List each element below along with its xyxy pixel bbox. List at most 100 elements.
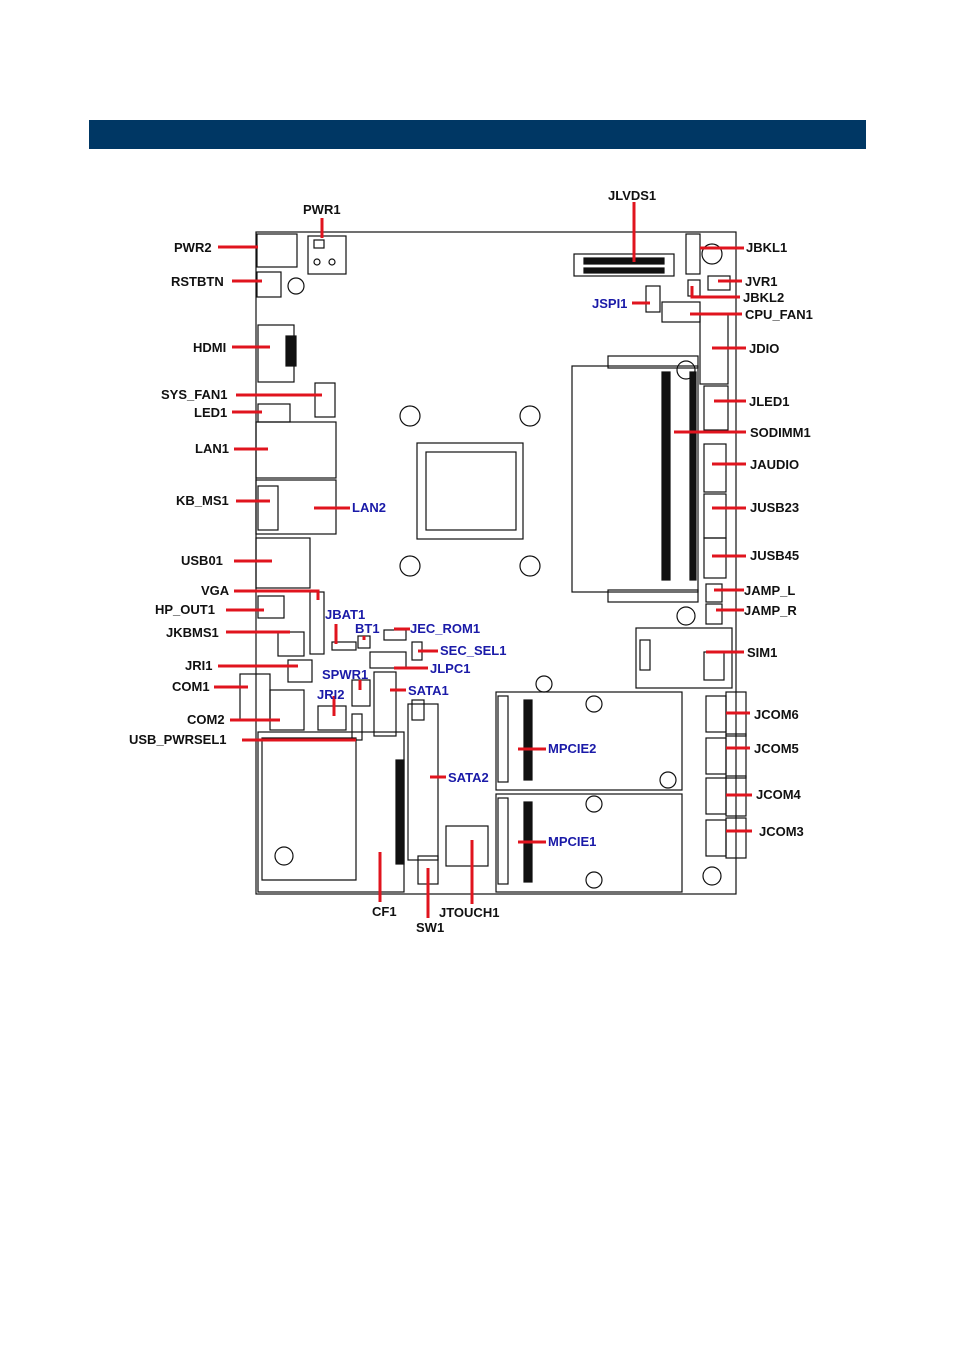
- label-jspi1: JSPI1: [592, 296, 627, 311]
- label-spwr1: SPWR1: [322, 667, 368, 682]
- jaudio-header: [703, 443, 727, 493]
- jcom4-header: [705, 777, 727, 815]
- label-sim1: SIM1: [747, 645, 777, 660]
- mounting-hole-2: [399, 405, 421, 427]
- label-jlvds1: JLVDS1: [608, 188, 656, 203]
- label-rstbtn: RSTBTN: [171, 274, 224, 289]
- mounting-hole-1: [287, 277, 305, 295]
- mounting-hole-4: [399, 555, 421, 577]
- label-cpu-fan1: CPU_FAN1: [745, 307, 813, 322]
- label-jamp-l: JAMP_L: [744, 583, 795, 598]
- label-pwr1: PWR1: [303, 202, 341, 217]
- jcom6-header: [705, 695, 727, 733]
- usb01-port: [255, 537, 311, 589]
- jled1-header: [703, 385, 729, 431]
- label-lan1: LAN1: [195, 441, 229, 456]
- sodimm1-slot: [571, 365, 699, 593]
- sim1-slot: [635, 627, 733, 689]
- com2-header: [269, 689, 305, 731]
- mpcie1-slot: [495, 793, 683, 893]
- jvr1-header: [707, 275, 731, 291]
- hp-out-header: [257, 595, 285, 619]
- mounting-hole-10: [535, 675, 553, 693]
- label-jkbms1: JKBMS1: [166, 625, 219, 640]
- label-jusb45: JUSB45: [750, 548, 799, 563]
- jlpc1-header: [369, 651, 407, 669]
- label-com1: COM1: [172, 679, 210, 694]
- mounting-hole-7: [676, 360, 696, 380]
- leader-lines: [214, 202, 752, 918]
- label-jusb23: JUSB23: [750, 500, 799, 515]
- mounting-hole-11: [274, 846, 294, 866]
- usb-pwrsel1-header: [351, 713, 363, 741]
- component-labels: PWR1 JLVDS1 PWR2 JBKL1 RSTBTN JVR1 JBKL2…: [129, 188, 813, 935]
- label-sw1: SW1: [416, 920, 444, 935]
- label-bt1: BT1: [355, 621, 380, 636]
- label-jri2: JRI2: [317, 687, 344, 702]
- jusb45-header: [703, 537, 727, 579]
- label-jcom3: JCOM3: [759, 824, 804, 839]
- label-sata2: SATA2: [448, 770, 489, 785]
- label-jtouch1: JTOUCH1: [439, 905, 499, 920]
- label-jec-rom1: JEC_ROM1: [410, 621, 480, 636]
- mounting-hole-5: [519, 555, 541, 577]
- section-header-bar: [89, 120, 866, 149]
- jri1-header: [287, 659, 313, 683]
- vga-header: [309, 591, 325, 655]
- label-mpcie2: MPCIE2: [548, 741, 596, 756]
- com1-port: [239, 673, 271, 721]
- label-jaudio: JAUDIO: [750, 457, 799, 472]
- board: [239, 231, 747, 895]
- jec-rom1-header: [383, 629, 407, 641]
- mounting-hole-8: [676, 606, 696, 626]
- mpcie2-slot: [495, 691, 683, 791]
- jcom5-header: [705, 737, 727, 775]
- label-jamp-r: JAMP_R: [744, 603, 797, 618]
- label-jvr1: JVR1: [745, 274, 778, 289]
- cpu-fan1-header: [661, 301, 701, 323]
- jamp-l-header: [705, 583, 723, 603]
- label-jled1: JLED1: [749, 394, 789, 409]
- sata1-connector: [373, 671, 397, 737]
- label-cf1: CF1: [372, 904, 397, 919]
- label-jdio: JDIO: [749, 341, 779, 356]
- jamp-r-header: [705, 603, 723, 625]
- cpu-heatsink: [416, 442, 524, 540]
- jcom3-header: [705, 819, 727, 857]
- label-com2: COM2: [187, 712, 225, 727]
- label-pwr2: PWR2: [174, 240, 212, 255]
- label-hp-out1: HP_OUT1: [155, 602, 215, 617]
- sys-fan-header: [314, 382, 336, 418]
- label-hdmi: HDMI: [193, 340, 226, 355]
- jbkl1-header: [685, 233, 701, 275]
- jbkl2-header: [687, 279, 701, 297]
- pwr1-connector: [307, 235, 347, 275]
- mounting-hole-9: [702, 866, 722, 886]
- jkbms1-header: [277, 631, 305, 657]
- jlvds1-connector: [573, 253, 675, 277]
- label-led1: LED1: [194, 405, 227, 420]
- label-kb-ms1: KB_MS1: [176, 493, 229, 508]
- label-sodimm1: SODIMM1: [750, 425, 811, 440]
- label-jcom6: JCOM6: [754, 707, 799, 722]
- label-sata1: SATA1: [408, 683, 449, 698]
- pwr2-jack: [256, 233, 298, 268]
- jspi1-header: [645, 285, 661, 313]
- sata2-connector: [407, 703, 439, 861]
- label-jcom4: JCOM4: [756, 787, 802, 802]
- label-sys-fan1: SYS_FAN1: [161, 387, 227, 402]
- label-usb01: USB01: [181, 553, 223, 568]
- label-jlpc1: JLPC1: [430, 661, 470, 676]
- jbat1-header: [331, 641, 357, 651]
- label-usb-pwrsel1: USB_PWRSEL1: [129, 732, 227, 747]
- mounting-hole-6: [701, 243, 723, 265]
- label-jbkl1: JBKL1: [746, 240, 787, 255]
- label-sec-sel1: SEC_SEL1: [440, 643, 506, 658]
- label-jbkl2: JBKL2: [743, 290, 784, 305]
- jtouch1-connector: [445, 825, 489, 867]
- rstbtn-switch: [256, 271, 282, 298]
- cf1-slot: [257, 731, 405, 893]
- jri2-header: [317, 705, 347, 731]
- label-lan2: LAN2: [352, 500, 386, 515]
